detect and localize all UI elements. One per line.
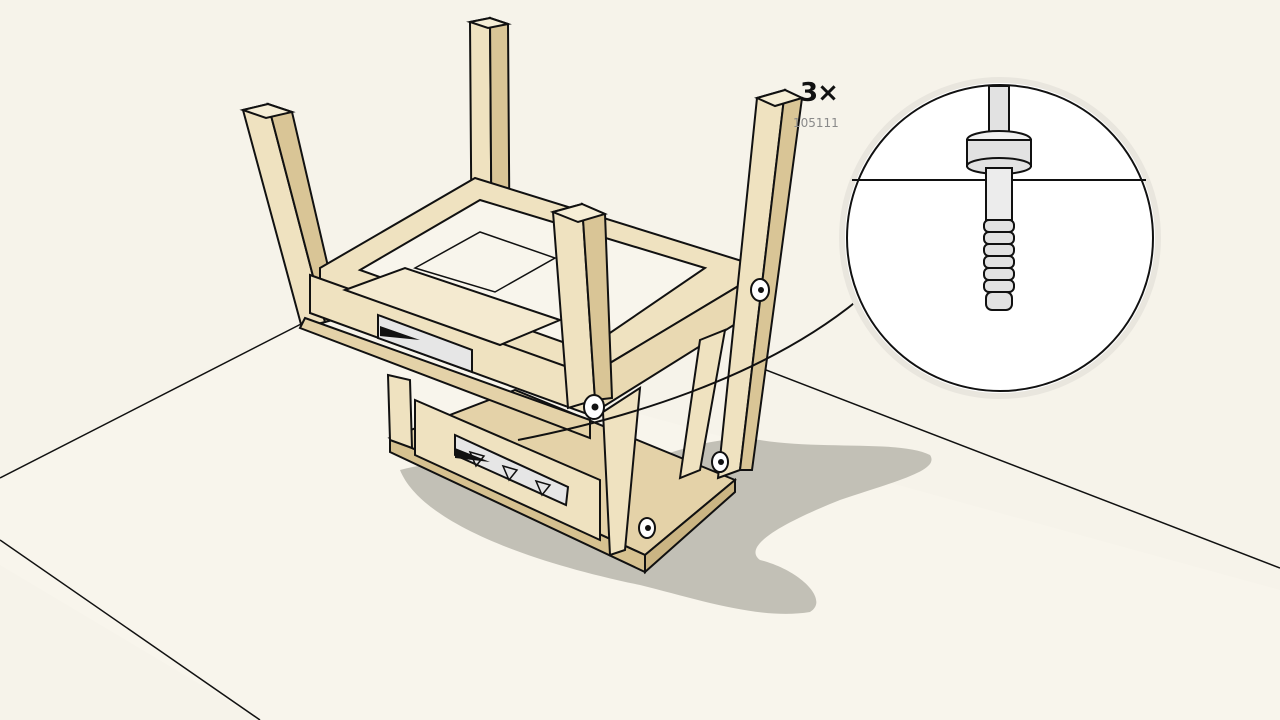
quantity-label: 3× bbox=[800, 78, 839, 108]
callout-leader bbox=[517, 299, 859, 441]
apron-frame bbox=[298, 176, 746, 440]
screw-head-icon bbox=[711, 451, 729, 473]
part-number: 105111 bbox=[793, 116, 839, 130]
screw-detail-callout bbox=[839, 77, 1161, 399]
screw-head-icon bbox=[750, 278, 770, 302]
leg-lower-left bbox=[386, 373, 414, 450]
seat-frame bbox=[387, 388, 737, 575]
screw-head-icon bbox=[583, 394, 605, 420]
leg-front-center bbox=[549, 202, 642, 557]
screw-heads bbox=[583, 278, 770, 539]
screw-head-icon bbox=[638, 517, 656, 539]
